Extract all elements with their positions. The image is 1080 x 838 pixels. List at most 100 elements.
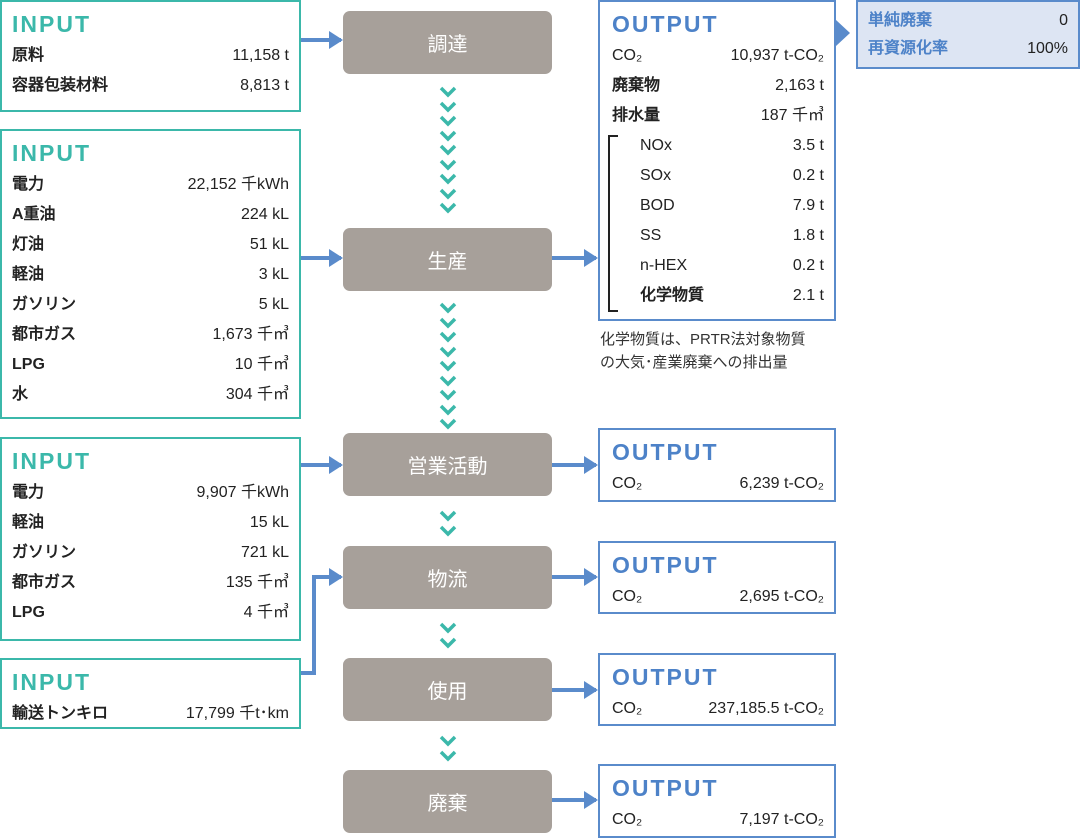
row-label: 廃棄物 (612, 77, 661, 94)
row-value: 0 (1059, 12, 1068, 29)
box-title: OUTPUT (612, 552, 719, 578)
chevron-down-icon (439, 525, 457, 536)
row-label: 灯油 (12, 236, 45, 253)
process-production: 生産 (343, 228, 552, 291)
data-row: 灯油 51 kL (12, 230, 289, 260)
output-box-disposal: OUTPUT CO₂ 7,197 t-CO₂ (598, 764, 836, 838)
row-value: 9,907 千kWh (196, 484, 290, 501)
row-label: LPG (12, 604, 45, 621)
row-value: 51 kL (249, 236, 289, 253)
row-label: CO₂ (612, 811, 643, 828)
row-label: 軽油 (12, 514, 45, 531)
chevron-down-icon (439, 389, 457, 401)
row-label: CO₂ (612, 700, 643, 717)
chevron-down-icon (439, 750, 457, 761)
row-label: SOx (640, 167, 672, 184)
box-title: OUTPUT (612, 775, 719, 801)
row-value: 5 kL (258, 296, 289, 313)
arrow-input-procurement (301, 31, 343, 49)
chevron-down-icon (439, 375, 457, 386)
row-value: 2,695 t-CO₂ (739, 588, 824, 605)
row-value: 7,197 t-CO₂ (739, 811, 824, 828)
box-title: INPUT (12, 448, 91, 474)
row-value: 224 kL (240, 206, 289, 223)
row-value: 0.2 t (792, 167, 824, 184)
data-row: SS 1.8 t (640, 221, 824, 251)
row-value: 721 kL (240, 544, 289, 561)
row-label: n-HEX (640, 257, 688, 274)
box-title: INPUT (12, 11, 91, 37)
note-line: の大気･産業廃棄への排出量 (600, 354, 788, 371)
chevron-down-icon (439, 130, 457, 141)
chevron-down-icon (439, 418, 457, 430)
box-title: OUTPUT (612, 11, 719, 37)
data-row: 単純廃棄 0 (868, 7, 1068, 35)
row-label: 再資源化率 (868, 40, 949, 57)
connector-line (312, 575, 316, 675)
row-label: 水 (12, 386, 29, 403)
row-value: 6,239 t-CO₂ (739, 475, 824, 492)
row-label: A重油 (12, 206, 56, 223)
data-row: ガソリン 5 kL (12, 290, 289, 320)
chevron-down-icon (439, 622, 457, 634)
process-logistics: 物流 (343, 546, 552, 609)
row-label: 排水量 (612, 107, 661, 124)
chevron-down-icon (439, 101, 457, 112)
row-value: 135 千㎥ (225, 574, 289, 591)
chevron-down-icon (439, 510, 457, 522)
box-title: INPUT (12, 669, 91, 695)
arrow-output-sales (552, 456, 598, 474)
row-value: 17,799 千t･km (185, 705, 289, 722)
row-value: 1.8 t (792, 227, 824, 244)
arrow-output-use (552, 681, 598, 699)
data-row: CO₂ 2,695 t-CO₂ (612, 582, 824, 612)
data-row: CO₂ 6,239 t-CO₂ (612, 469, 824, 499)
row-label: ガソリン (12, 544, 77, 561)
row-label: SS (640, 227, 662, 244)
row-label: CO₂ (612, 475, 643, 492)
data-row: 排水量 187 千㎥ (612, 101, 824, 131)
row-value: 3.5 t (792, 137, 824, 154)
data-row: CO₂ 7,197 t-CO₂ (612, 805, 824, 835)
row-label: BOD (640, 197, 675, 214)
data-row: A重油 224 kL (12, 200, 289, 230)
row-value: 10 千㎥ (234, 356, 289, 373)
chevron-down-icon (439, 317, 457, 328)
chevron-down-icon (439, 173, 457, 185)
row-value: 10,937 t-CO₂ (730, 47, 824, 64)
row-label: 電力 (12, 176, 45, 193)
chevron-down-icon (439, 188, 457, 199)
chevron-down-icon (439, 159, 457, 170)
row-value: 7.9 t (792, 197, 824, 214)
chevron-down-icon (439, 202, 457, 214)
row-label: 原料 (12, 47, 45, 64)
process-procurement: 調達 (343, 11, 552, 74)
process-use: 使用 (343, 658, 552, 721)
row-label: CO₂ (612, 588, 643, 605)
chevron-down-icon (439, 360, 457, 372)
row-value: 2.1 t (792, 287, 824, 304)
row-label: NOx (640, 137, 672, 154)
row-value: 1,673 千㎥ (212, 326, 290, 343)
data-row: NOx 3.5 t (640, 131, 824, 161)
row-label: ガソリン (12, 296, 77, 313)
chevron-down-icon (439, 331, 457, 343)
row-label: 単純廃棄 (868, 12, 933, 29)
row-value: 187 千㎥ (760, 107, 824, 124)
